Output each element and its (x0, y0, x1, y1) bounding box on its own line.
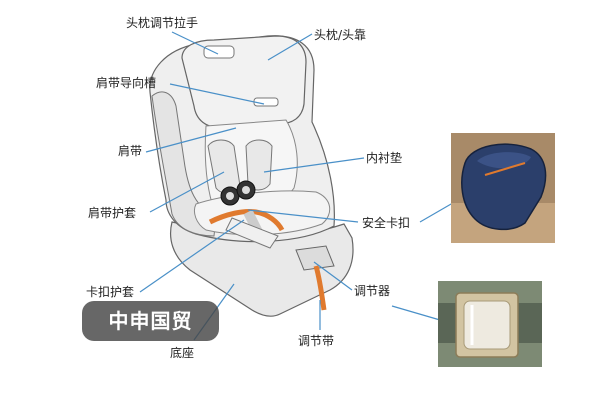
leader-headrest (267, 33, 313, 61)
lap-strap-orange (208, 209, 285, 232)
leader-strap-guide (169, 83, 265, 105)
label-shoulder-strap-guide: 肩带导向槽 (96, 76, 157, 90)
label-headrest-adjust-handle: 头枕调节拉手 (126, 16, 199, 30)
label-adjust-strap: 调节带 (298, 334, 335, 348)
leader-inner-cushion (263, 157, 365, 173)
buckle-cover-shape (225, 217, 279, 249)
buckle-tongue-left-hole (226, 192, 234, 200)
watermark-badge: 中申国贸 (82, 301, 219, 341)
leader-headrest-handle (171, 31, 219, 55)
label-shoulder-strap: 肩带 (118, 144, 143, 158)
label-headrest: 头枕/头靠 (314, 28, 367, 42)
photo-adjuster-roller (463, 300, 511, 350)
label-adjuster: 调节器 (354, 284, 391, 298)
photo-buckle-body (461, 143, 547, 231)
label-base: 底座 (170, 346, 195, 360)
leader-adjuster (313, 261, 353, 291)
leader-safety-buckle (247, 209, 359, 223)
label-inner-cushion: 内衬垫 (366, 151, 403, 165)
seat-side-wing (151, 91, 217, 237)
adjust-strap-orange (313, 265, 327, 311)
photo-buckle-orange-line (484, 162, 526, 176)
headrest-handle-shape (203, 45, 235, 59)
photo-adjuster (438, 281, 542, 367)
photo-buckle-top (477, 152, 531, 169)
adjuster-plate-shape (295, 245, 335, 271)
label-buckle-cover: 卡扣护套 (86, 285, 135, 299)
leader-photo-adjuster (391, 305, 441, 321)
strap-guide-slot (253, 97, 279, 107)
photo-safety-buckle (451, 133, 555, 243)
buckle-tongue-right-hole (242, 186, 250, 194)
leader-shoulder-pad (149, 171, 225, 213)
label-shoulder-pad: 肩带护套 (88, 206, 137, 220)
leader-shoulder-strap (145, 127, 237, 153)
headrest-shape (181, 35, 307, 129)
label-safety-buckle: 安全卡扣 (362, 216, 411, 230)
leader-buckle-cover (139, 219, 245, 293)
